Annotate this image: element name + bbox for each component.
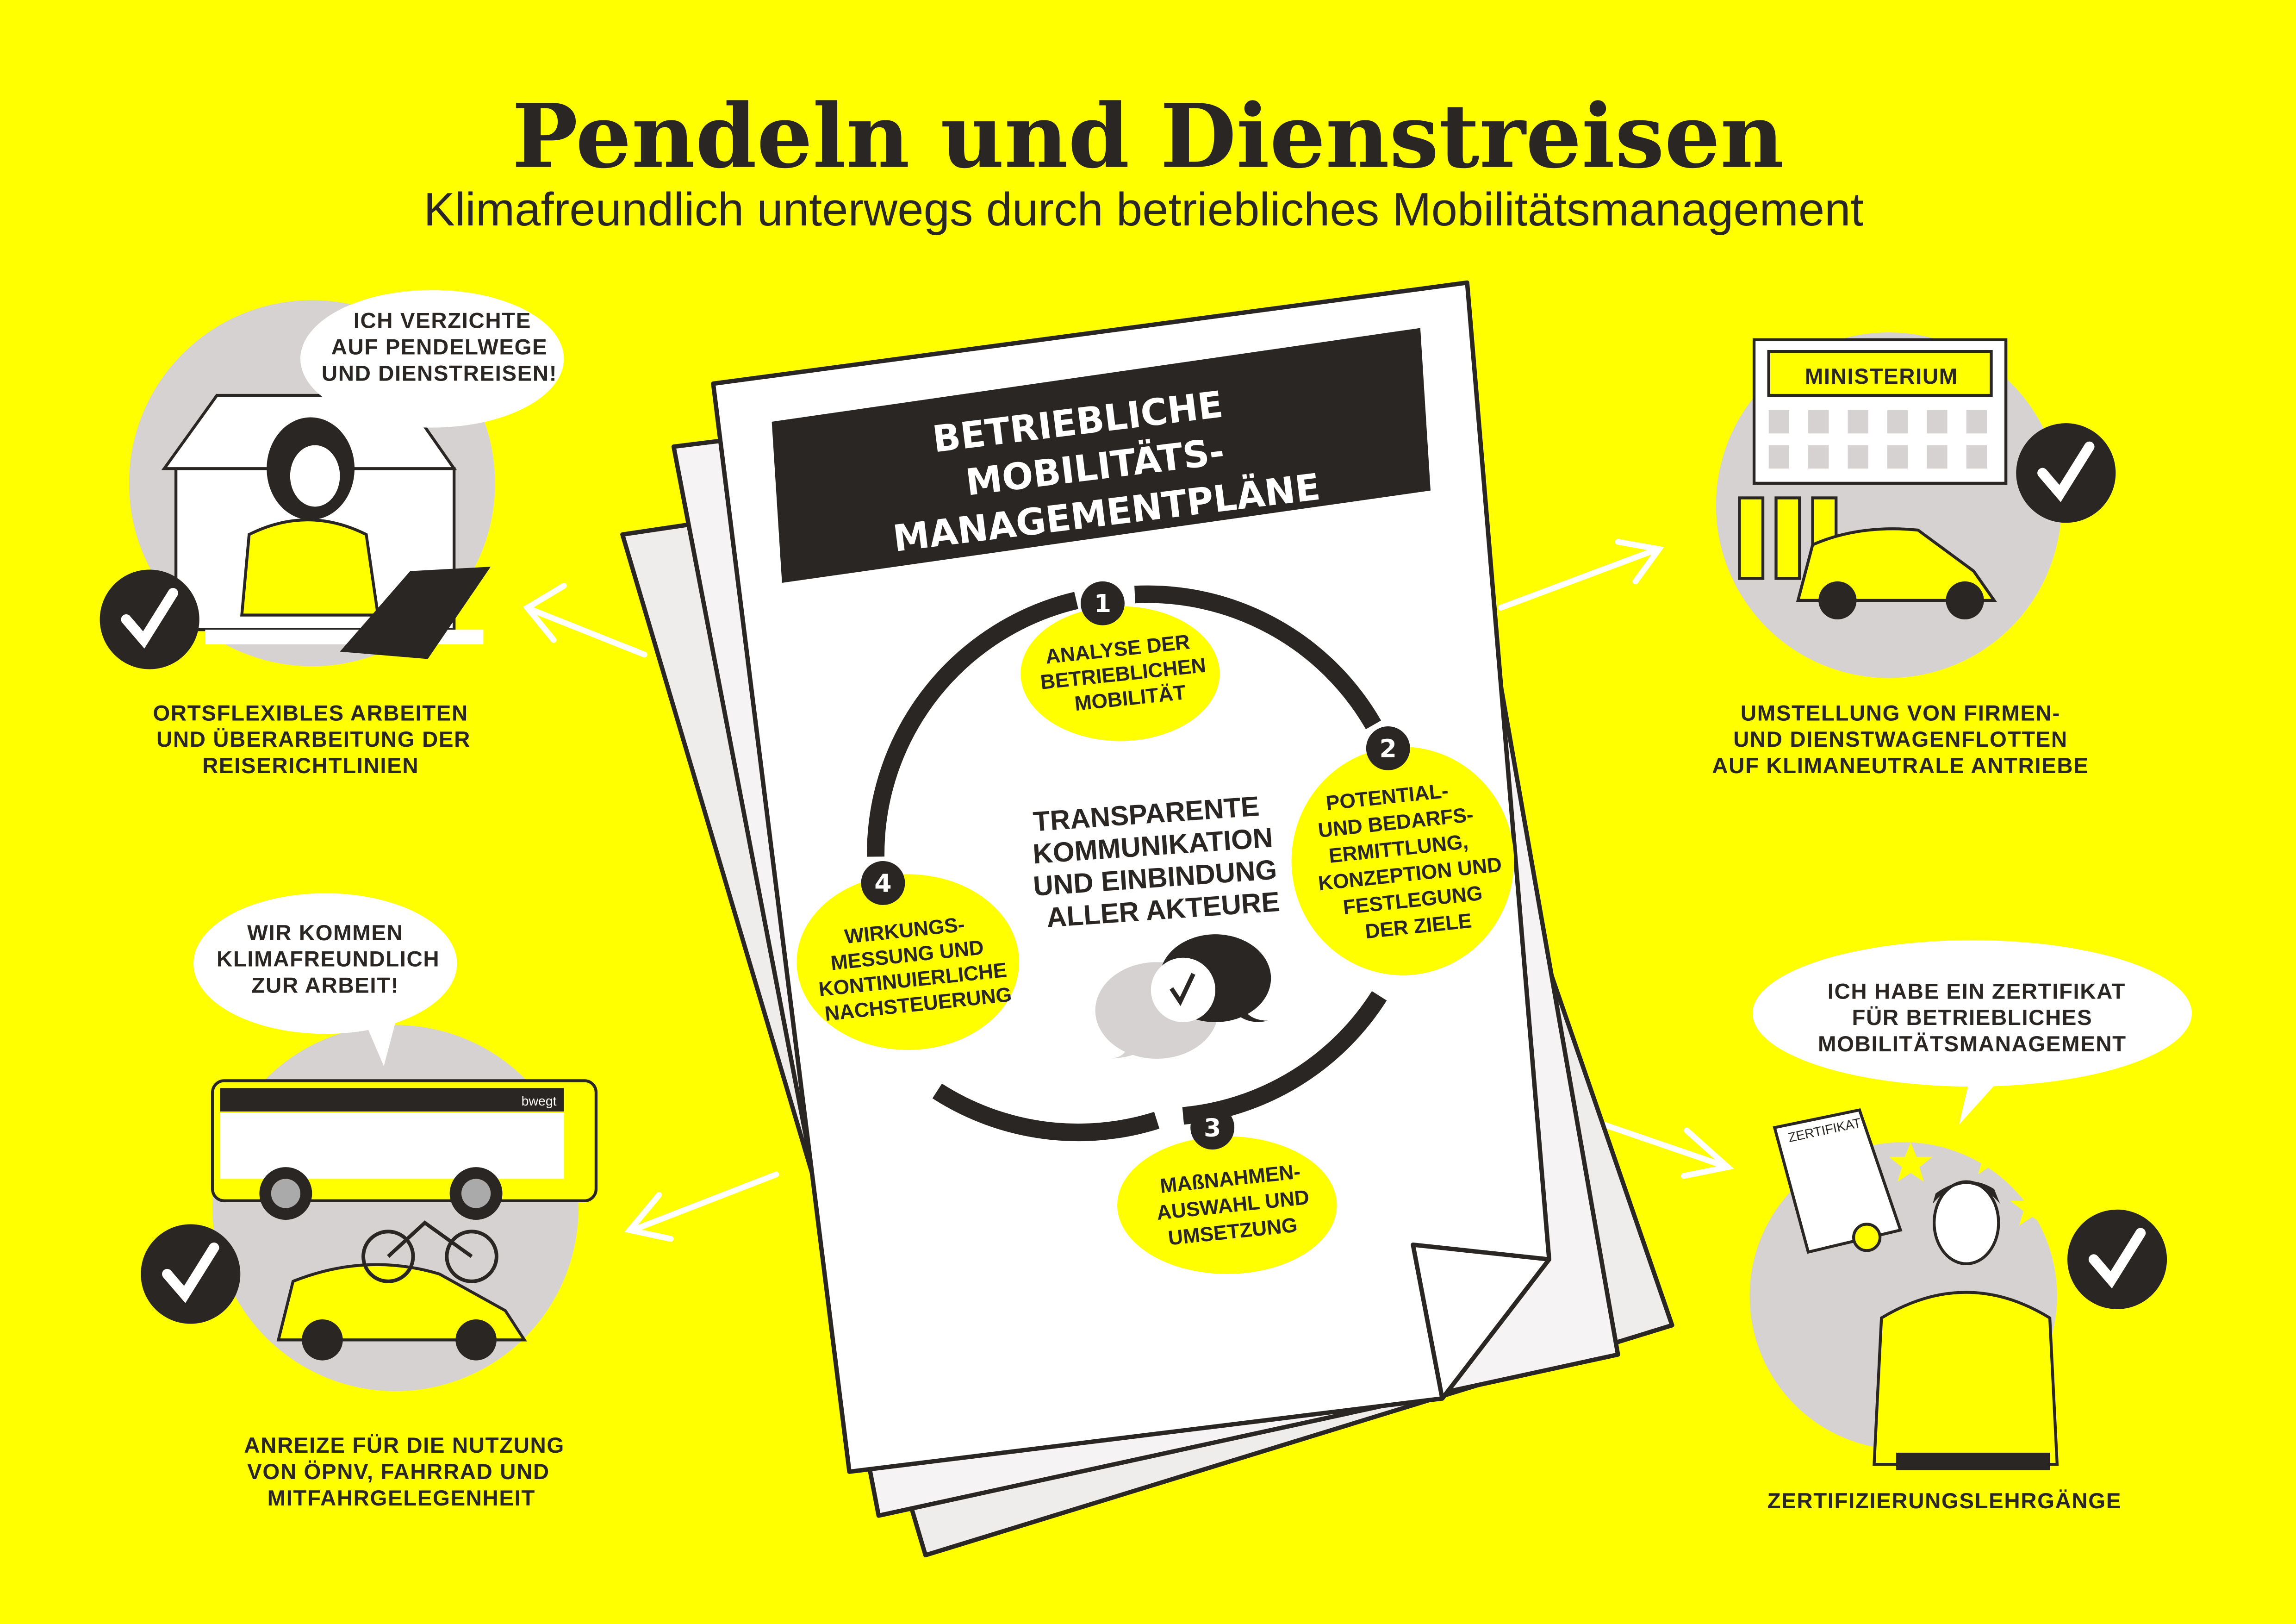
- electric-car: [1796, 527, 1997, 602]
- svg-text:REISERICHTLINIEN: REISERICHTLINIEN: [202, 754, 419, 778]
- caption: ZERTIFIZIERUNGSLEHRGÄNGE: [1767, 1489, 2122, 1513]
- arrow-bottom-left: [624, 1171, 779, 1242]
- caption: UMSTELLUNG VON FIRMEN-: [1741, 701, 2060, 725]
- svg-text:1: 1: [1094, 589, 1111, 618]
- step-number-badge: [1080, 581, 1125, 625]
- panel-remote-work: ICH VERZICHTE AUF PENDELWEGE UND DIENSTR…: [100, 290, 564, 778]
- svg-text:UND ÜBERARBEITUNG DER: UND ÜBERARBEITUNG DER: [156, 727, 471, 752]
- speech-bubbles-check-icon: [1095, 934, 1271, 1059]
- step-number-badge: [1190, 1106, 1235, 1150]
- cycle-ring: [867, 585, 1387, 1142]
- checkmark-icon: [2067, 1209, 2167, 1309]
- bicycle-icon: [361, 1220, 498, 1283]
- svg-text:KLIMAFREUNDLICH: KLIMAFREUNDLICH: [217, 947, 440, 972]
- car-illustration: [276, 1263, 527, 1361]
- speech-bubble: [300, 290, 564, 428]
- page-subtitle: Klimafreundlich unterwegs durch betriebl…: [423, 183, 1863, 236]
- panel-commute: WIR KOMMEN KLIMAFREUNDLICH ZUR ARBEIT! b…: [141, 893, 598, 1511]
- svg-text:AUF KLIMANEUTRALE ANTRIEBE: AUF KLIMANEUTRALE ANTRIEBE: [1712, 754, 2089, 778]
- svg-text:ICH VERZICHTE: ICH VERZICHTE: [354, 309, 531, 333]
- svg-text:2: 2: [1380, 734, 1397, 763]
- svg-text:FÜR BETRIEBLICHES: FÜR BETRIEBLICHES: [1852, 1006, 2093, 1030]
- svg-text:UND DIENSTREISEN!: UND DIENSTREISEN!: [322, 361, 557, 386]
- svg-text:3: 3: [1204, 1113, 1221, 1143]
- svg-text:ZUR ARBEIT!: ZUR ARBEIT!: [251, 974, 399, 998]
- speech-bubble: [1752, 940, 2192, 1087]
- svg-text:UND DIENSTWAGENFLOTTEN: UND DIENSTWAGENFLOTTEN: [1733, 727, 2068, 752]
- step-number-badge: [1366, 726, 1410, 770]
- panel-fleet: MINISTERIUM UMSTELLUNG VON FIRMEN- UND D…: [1712, 332, 2116, 778]
- speech-bubble: [193, 893, 457, 1034]
- page-title: Pendeln und Dienstreisen: [512, 85, 1784, 188]
- bus-brand: bwegt: [522, 1094, 557, 1109]
- step-2: 2 POTENTIAL- UND BEDARFS- ERMITTLUNG, KO…: [1291, 726, 1514, 975]
- checkmark-icon: [2016, 423, 2116, 523]
- laptop-icon: [340, 567, 491, 659]
- step-4: 4 WIRKUNGS- MESSUNG UND KONTINUIERLICHE …: [796, 861, 1020, 1050]
- svg-text:4: 4: [874, 868, 891, 898]
- svg-text:VON ÖPNV, FAHRRAD UND: VON ÖPNV, FAHRRAD UND: [247, 1460, 549, 1484]
- document-banner: [772, 328, 1431, 583]
- step-1: 1 ANALYSE DER BETRIEBLICHEN MOBILITÄT: [1020, 581, 1220, 741]
- man-illustration: [1873, 1180, 2059, 1470]
- page-curl: [1411, 1242, 1551, 1401]
- caption: ANREIZE FÜR DIE NUTZUNG: [244, 1433, 565, 1458]
- star-icons: [1889, 1135, 2054, 1226]
- ministry-sign: [1767, 350, 1993, 397]
- panel-certification: ICH HABE EIN ZERTIFIKAT FÜR BETRIEBLICHE…: [1749, 940, 2192, 1513]
- svg-text:MOBILITÄTSMANAGEMENT: MOBILITÄTSMANAGEMENT: [1818, 1032, 2127, 1056]
- svg-text:AUF PENDELWEGE: AUF PENDELWEGE: [331, 335, 548, 359]
- certificate-icon: ZERTIFIKAT: [1773, 1108, 1903, 1254]
- arrow-top-left: [523, 582, 647, 658]
- step-number-badge: [861, 861, 905, 905]
- caption: ORTSFLEXIBLES ARBEITEN: [153, 701, 468, 725]
- checkmark-icon: [100, 569, 199, 669]
- svg-text:MITFAHRGELEGENHEIT: MITFAHRGELEGENHEIT: [268, 1486, 535, 1511]
- svg-text:MINISTERIUM: MINISTERIUM: [1805, 364, 1958, 389]
- step-3: 3 MAßNAHMEN- AUSWAHL UND UMSETZUNG: [1117, 1106, 1337, 1274]
- checkmark-icon: [141, 1224, 241, 1324]
- arrow-top-right: [1498, 539, 1664, 611]
- woman-illustration: [240, 417, 380, 617]
- svg-text:WIR KOMMEN: WIR KOMMEN: [247, 921, 403, 945]
- svg-text:ICH HABE EIN ZERTIFIKAT: ICH HABE EIN ZERTIFIKAT: [1828, 979, 2126, 1004]
- bus-illustration: bwegt: [211, 1079, 598, 1220]
